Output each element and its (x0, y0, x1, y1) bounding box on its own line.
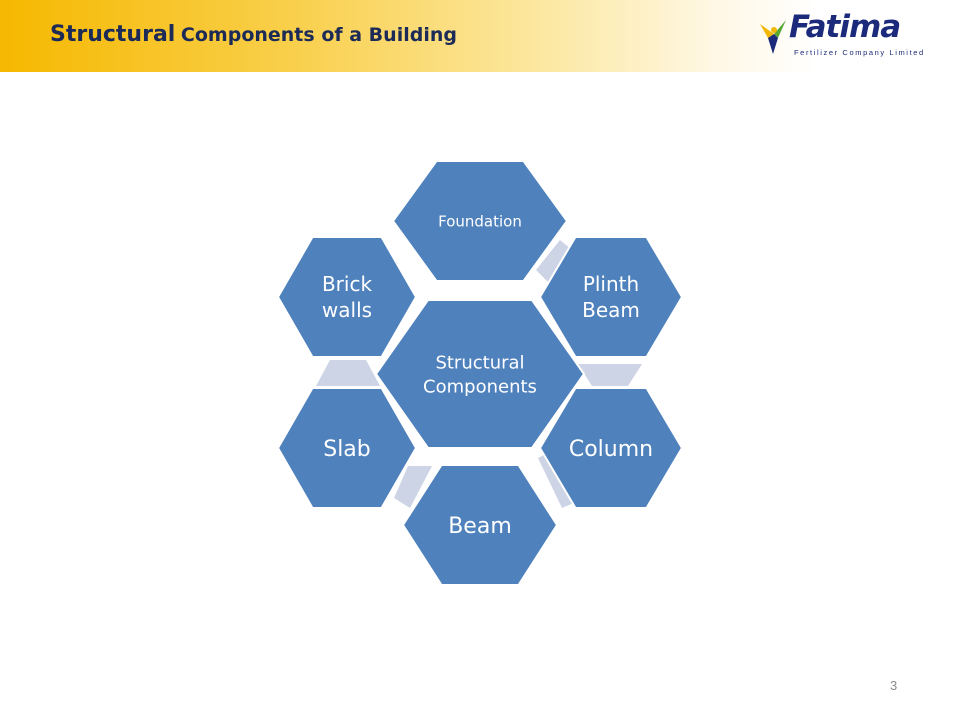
connector-beam-slab (394, 466, 432, 508)
connector-foundation-plinth (536, 240, 572, 282)
hex-foundation: Foundation (391, 160, 569, 282)
hex-label-line: Beam (448, 514, 512, 539)
hex-label-column: Column (569, 437, 653, 462)
hex-label-line: Foundation (438, 212, 522, 230)
connector-group (316, 240, 642, 508)
logo-emblem-icon (760, 20, 786, 54)
hex-shape-foundation (391, 160, 569, 282)
hex-beam: Beam (401, 464, 559, 586)
logo-subtitle: Fertilizer Company Limited (794, 48, 925, 57)
company-logo: Fatima Fertilizer Company Limited (756, 9, 936, 62)
hex-label-line: walls (322, 298, 372, 322)
hex-shape-beam (401, 464, 559, 586)
connector-slab-brick (316, 360, 380, 386)
header-bar (0, 0, 960, 72)
logo-wordmark: Fatima (789, 9, 901, 45)
hex-shape-slab (276, 387, 418, 509)
hex-shape-column (538, 387, 684, 509)
hex-shape-plinth-beam (538, 236, 684, 358)
hex-slab: Slab (276, 387, 418, 509)
hex-shape-structural-components (374, 299, 586, 449)
page-number: 3 (890, 678, 898, 693)
hex-label-line: Components (423, 376, 537, 397)
slide-title-lead: Structural (50, 22, 176, 47)
hex-label-line: Brick (322, 272, 372, 296)
hex-label-line: Column (569, 437, 653, 462)
hex-label-line: Structural (435, 352, 524, 373)
hex-label-line: Slab (323, 437, 371, 462)
hex-shape-brick-walls (276, 236, 418, 358)
hex-label-slab: Slab (323, 437, 371, 462)
hex-column: Column (538, 387, 684, 509)
slide-title-rest: Components of a Building (180, 24, 457, 46)
hex-label-line: Plinth (583, 272, 639, 296)
hex-label-foundation: Foundation (438, 212, 522, 230)
hex-label-beam: Beam (448, 514, 512, 539)
slide-title: Structural Components of a Building (50, 22, 457, 47)
connector-plinth-column (578, 364, 642, 386)
hex-label-line: Beam (582, 298, 640, 322)
